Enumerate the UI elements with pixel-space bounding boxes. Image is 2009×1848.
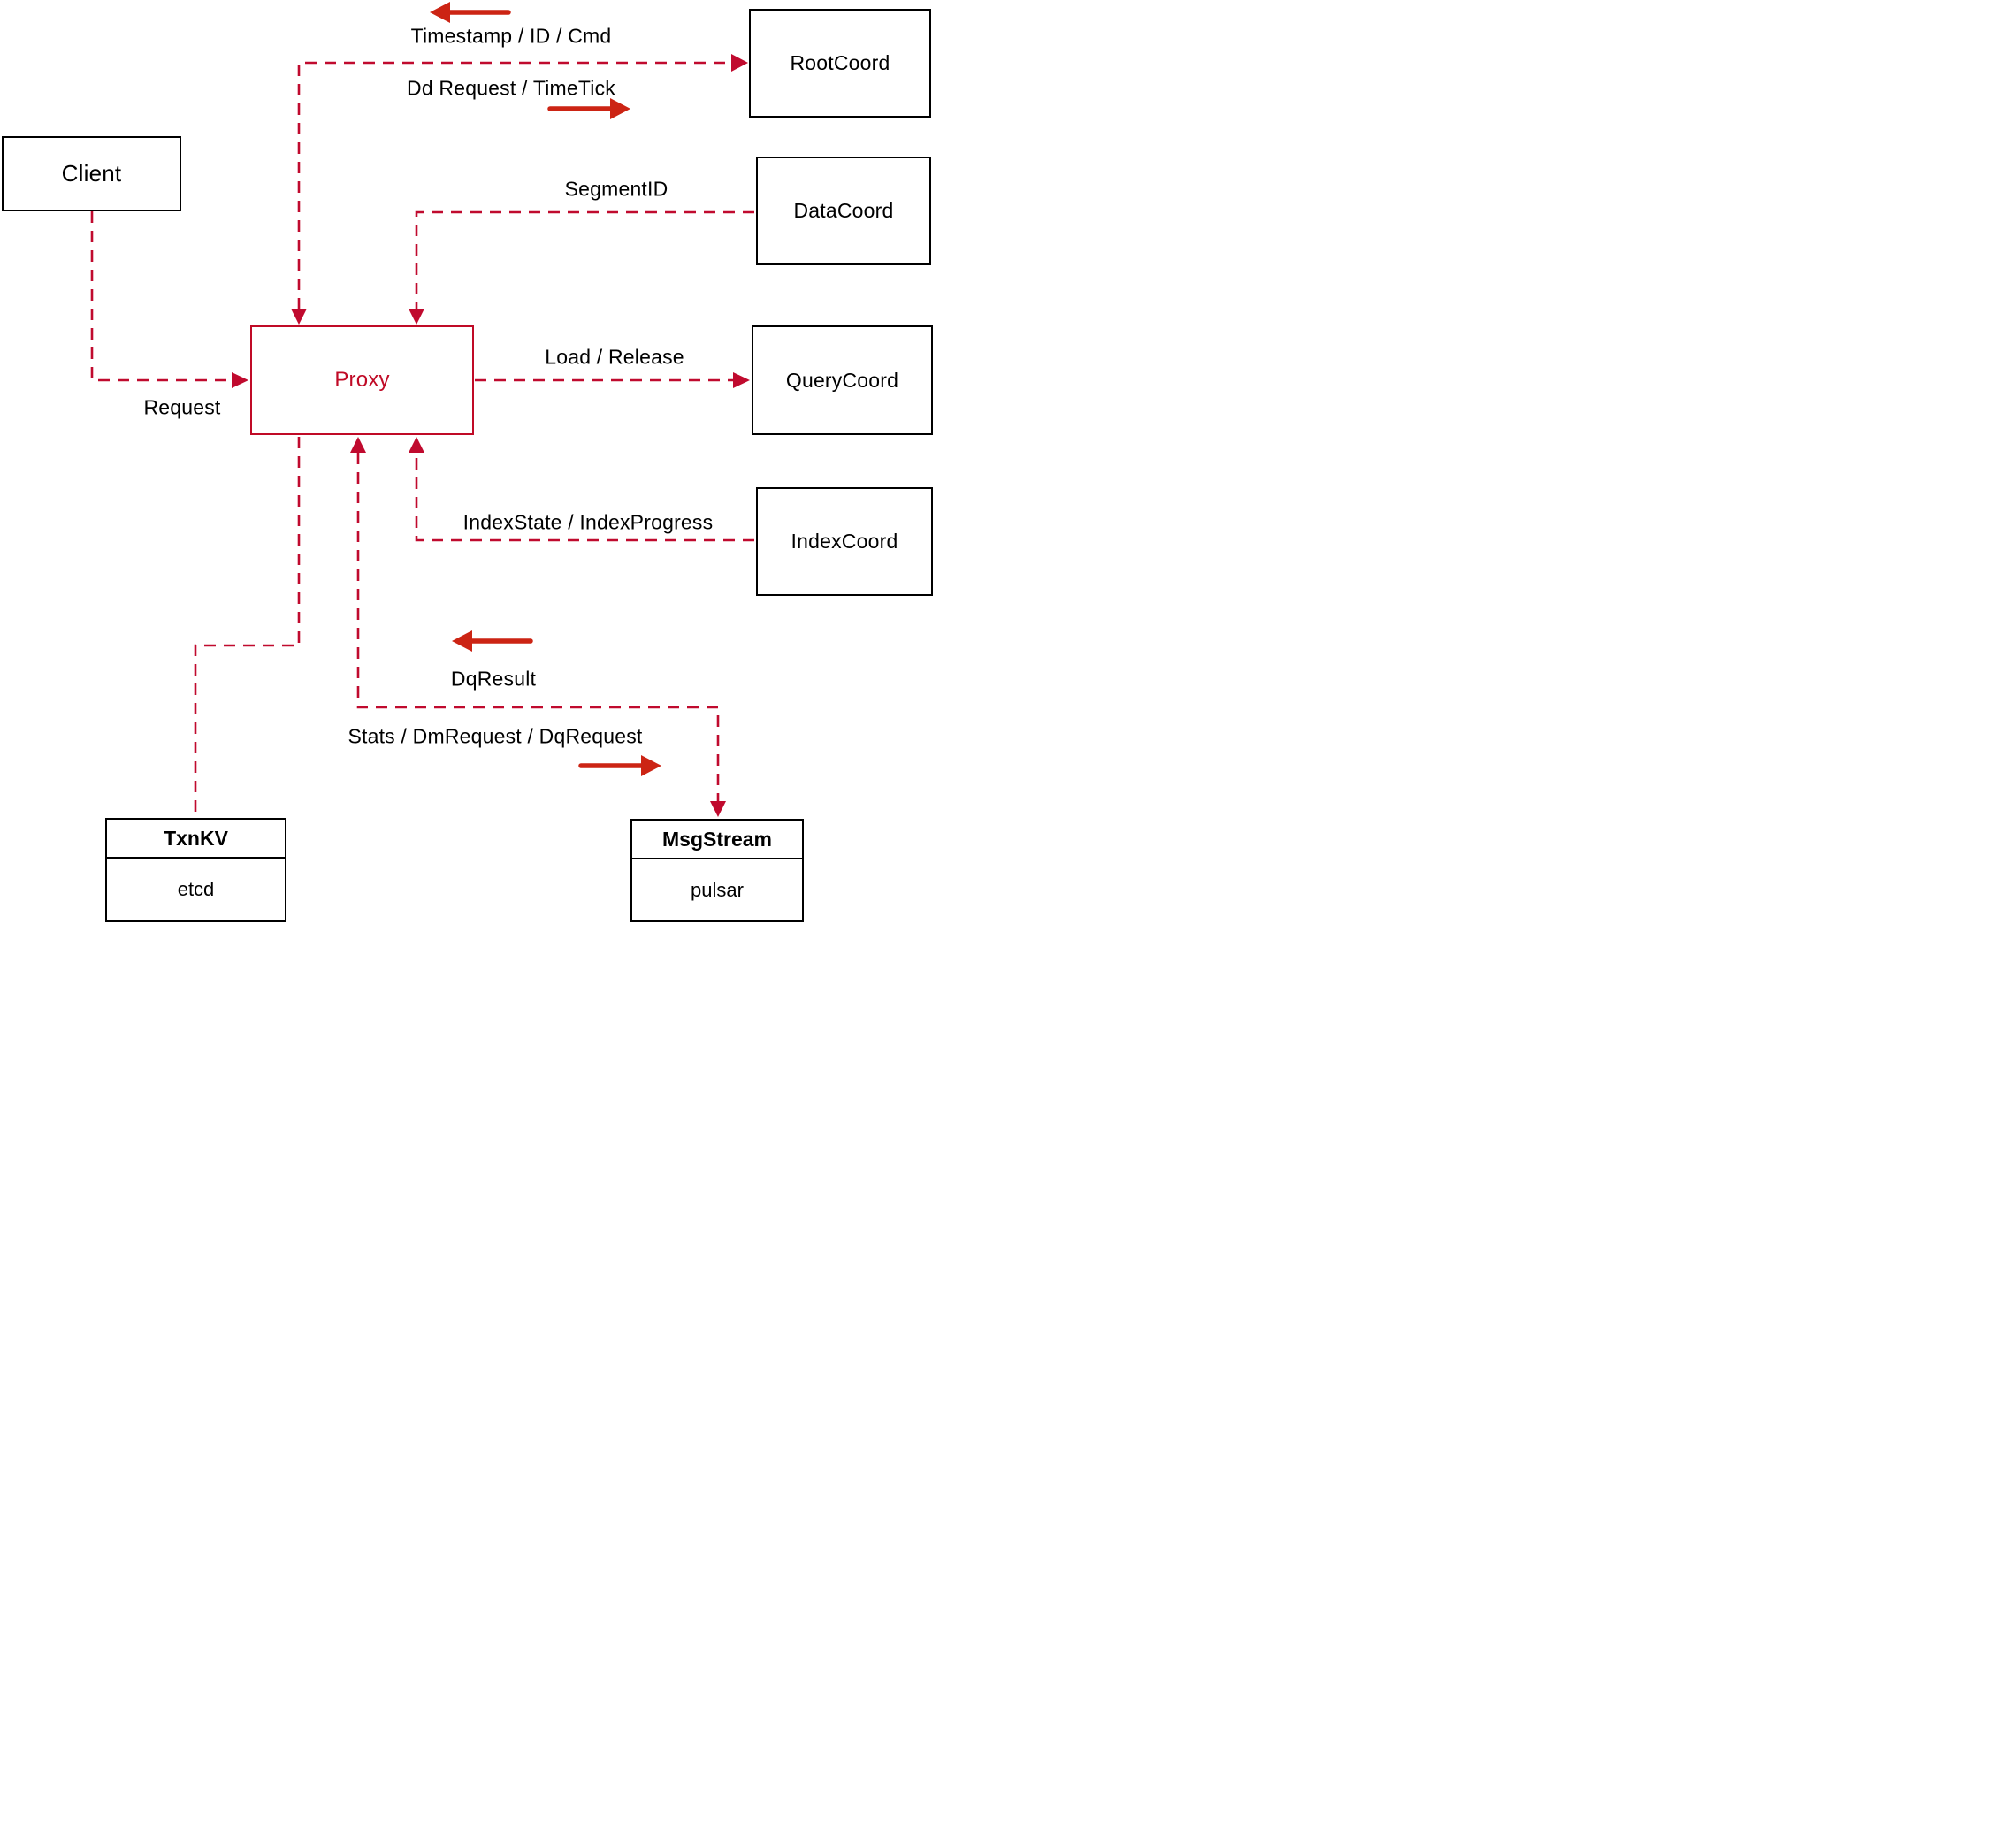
flow-arrow-left-dqresult: [452, 630, 533, 652]
edge-proxy-msgstream: [356, 453, 720, 801]
label-dd-request-timetick: Dd Request / TimeTick: [407, 76, 615, 100]
node-querycoord: QueryCoord: [752, 325, 933, 435]
edge-datacoord-proxy: [415, 210, 754, 309]
arrowhead-into-querycoord: [733, 372, 750, 388]
arrowhead-into-rootcoord: [731, 54, 748, 72]
arrowhead-request-into-proxy: [232, 372, 248, 388]
arrowhead-indexcoord-into-proxy: [409, 437, 424, 453]
node-datacoord: DataCoord: [756, 157, 931, 265]
architecture-diagram: Client RootCoord DataCoord QueryCoord In…: [0, 0, 1004, 924]
node-client: Client: [2, 136, 181, 211]
txnkv-subtitle: etcd: [177, 878, 215, 900]
label-load-release: Load / Release: [545, 345, 684, 369]
label-timestamp-id-cmd: Timestamp / ID / Cmd: [410, 24, 612, 48]
flow-arrow-right-stats: [578, 755, 661, 776]
node-proxy: Proxy: [250, 325, 474, 435]
msgstream-title: MsgStream: [632, 821, 802, 859]
edge-proxy-txnkv: [194, 437, 301, 817]
flow-arrow-right-ddrequest: [547, 98, 630, 119]
txnkv-title: TxnKV: [107, 820, 285, 859]
edge-client-proxy: [90, 211, 232, 382]
node-msgstream: MsgStream pulsar: [630, 819, 804, 922]
edge-proxy-rootcoord: [297, 61, 732, 309]
label-stats-dm-dq: Stats / DmRequest / DqRequest: [348, 724, 643, 748]
node-txnkv: TxnKV etcd: [105, 818, 286, 922]
connector-layer: [90, 2, 754, 817]
edge-indexcoord-proxy: [415, 453, 754, 542]
label-request: Request: [143, 395, 221, 419]
arrowhead-datacoord-into-proxy: [409, 309, 424, 325]
label-segment-id: SegmentID: [564, 177, 668, 201]
node-rootcoord: RootCoord: [749, 9, 931, 118]
arrowhead-msgstream-into-proxy: [350, 437, 366, 453]
node-indexcoord: IndexCoord: [756, 487, 933, 596]
arrowhead-rootcoord-into-proxy: [291, 309, 307, 325]
flow-arrow-left-timestamp: [430, 2, 511, 23]
label-dq-result: DqResult: [450, 667, 537, 691]
msgstream-subtitle: pulsar: [691, 878, 744, 901]
arrowhead-into-msgstream: [710, 801, 726, 817]
label-index-state-progress: IndexState / IndexProgress: [462, 510, 714, 534]
